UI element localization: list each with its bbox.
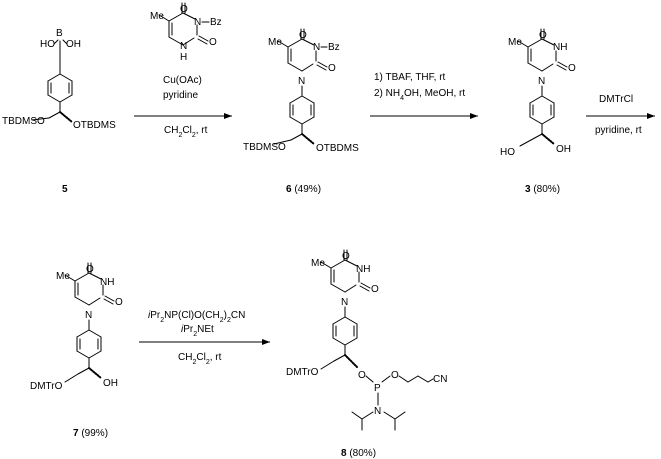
compound-yield-7: (99%) bbox=[81, 428, 108, 439]
compound-label-3: 3 (80%) bbox=[525, 184, 560, 195]
atom-label: Me bbox=[311, 258, 325, 269]
atom-label: OH bbox=[556, 144, 571, 155]
atom-label: O bbox=[86, 264, 94, 275]
reagent-step2-line1: 1) TBAF, THF, rt bbox=[374, 72, 446, 83]
reagent-step2-line2: 2) NH4OH, MeOH, rt bbox=[374, 88, 465, 102]
reagent-step4-line3: CH2Cl2, rt bbox=[178, 352, 222, 366]
atom-label: OTBDMS bbox=[73, 120, 116, 131]
atom-label: OTBDMS bbox=[316, 143, 359, 154]
atom-label: HO bbox=[500, 147, 515, 158]
reagent-n3-benzoylthymine: Me O N Bz O N H bbox=[150, 2, 222, 63]
atom-label: O bbox=[180, 4, 188, 15]
atom-label: NH bbox=[553, 42, 567, 53]
compound-yield-6: (49%) bbox=[294, 184, 321, 195]
atom-label: H bbox=[180, 52, 187, 63]
atom-label: N bbox=[374, 406, 381, 417]
atom-label: OH bbox=[103, 378, 118, 389]
atom-label: O bbox=[115, 297, 123, 308]
compound-yield-8: (80%) bbox=[349, 448, 376, 459]
atom-label: Me bbox=[508, 37, 522, 48]
atom-label: TBDMSO bbox=[2, 116, 45, 127]
reagent-step4-line1: iPr2NP(Cl)O(CH2)2CN bbox=[148, 310, 245, 324]
atom-label: O bbox=[391, 370, 399, 381]
atom-label: DMTrO bbox=[30, 381, 63, 392]
atom-label: TBDMSO bbox=[243, 142, 286, 153]
compound-6-structure: Me O N Bz O N TBDMSO OTBDMS bbox=[243, 28, 359, 154]
atom-label: O bbox=[209, 37, 217, 48]
reagent-solvent: CH2Cl2, rt bbox=[164, 125, 208, 139]
compound-8-structure: Me O NH O N DMTrO O P O CN N bbox=[286, 249, 447, 431]
atom-label: N bbox=[180, 41, 187, 52]
atom-label: N bbox=[298, 76, 305, 87]
reagent-step3-line2: pyridine, rt bbox=[595, 125, 642, 136]
atom-label: HO bbox=[40, 39, 55, 50]
atom-label: OH bbox=[66, 39, 81, 50]
compound-number-7: 7 bbox=[73, 428, 79, 439]
reagent-step4-line2: iPr2NEt bbox=[181, 324, 214, 338]
compound-5-structure: HO B OH TBDMSO OTBDMS bbox=[2, 28, 116, 131]
reagent-cu: Cu(OAc) bbox=[163, 75, 202, 86]
compound-label-7: 7 (99%) bbox=[73, 428, 108, 439]
compound-label-8: 8 (80%) bbox=[341, 448, 376, 459]
atom-label: Bz bbox=[328, 42, 340, 53]
atom-label: P bbox=[374, 383, 381, 394]
compound-yield-3: (80%) bbox=[533, 184, 560, 195]
compound-7-structure: Me O NH O N DMTrO OH bbox=[30, 262, 123, 392]
reagent-base: pyridine bbox=[163, 90, 198, 101]
atom-label: O bbox=[328, 63, 336, 74]
compound-number-8: 8 bbox=[341, 448, 347, 459]
atom-label: O bbox=[539, 30, 547, 41]
atom-label: B bbox=[56, 28, 63, 39]
atom-label: NH bbox=[100, 277, 114, 288]
atom-label: N bbox=[85, 310, 92, 321]
atom-label: Me bbox=[150, 11, 164, 22]
compound-number-3: 3 bbox=[525, 184, 531, 195]
atom-label: N bbox=[538, 76, 545, 87]
atom-label: N bbox=[194, 17, 201, 28]
atom-label: CN bbox=[433, 374, 447, 385]
atom-label: N bbox=[313, 42, 320, 53]
compound-label-6: 6 (49%) bbox=[286, 184, 321, 195]
atom-label: O bbox=[342, 251, 350, 262]
atom-label: O bbox=[299, 30, 307, 41]
compound-3-structure: Me O NH O N HO OH bbox=[500, 28, 576, 158]
reagent-step3-line1: DMTrCl bbox=[599, 94, 633, 105]
atom-label: O bbox=[358, 370, 366, 381]
atom-label: DMTrO bbox=[286, 367, 319, 378]
atom-label: N bbox=[341, 297, 348, 308]
atom-label: NH bbox=[356, 264, 370, 275]
compound-number-6: 6 bbox=[286, 184, 292, 195]
atom-label: Me bbox=[56, 271, 70, 282]
compound-number-5: 5 bbox=[62, 184, 68, 195]
atom-label: O bbox=[568, 63, 576, 74]
atom-label: Me bbox=[268, 37, 282, 48]
atom-label: O bbox=[371, 284, 379, 295]
atom-label: Bz bbox=[210, 17, 222, 28]
